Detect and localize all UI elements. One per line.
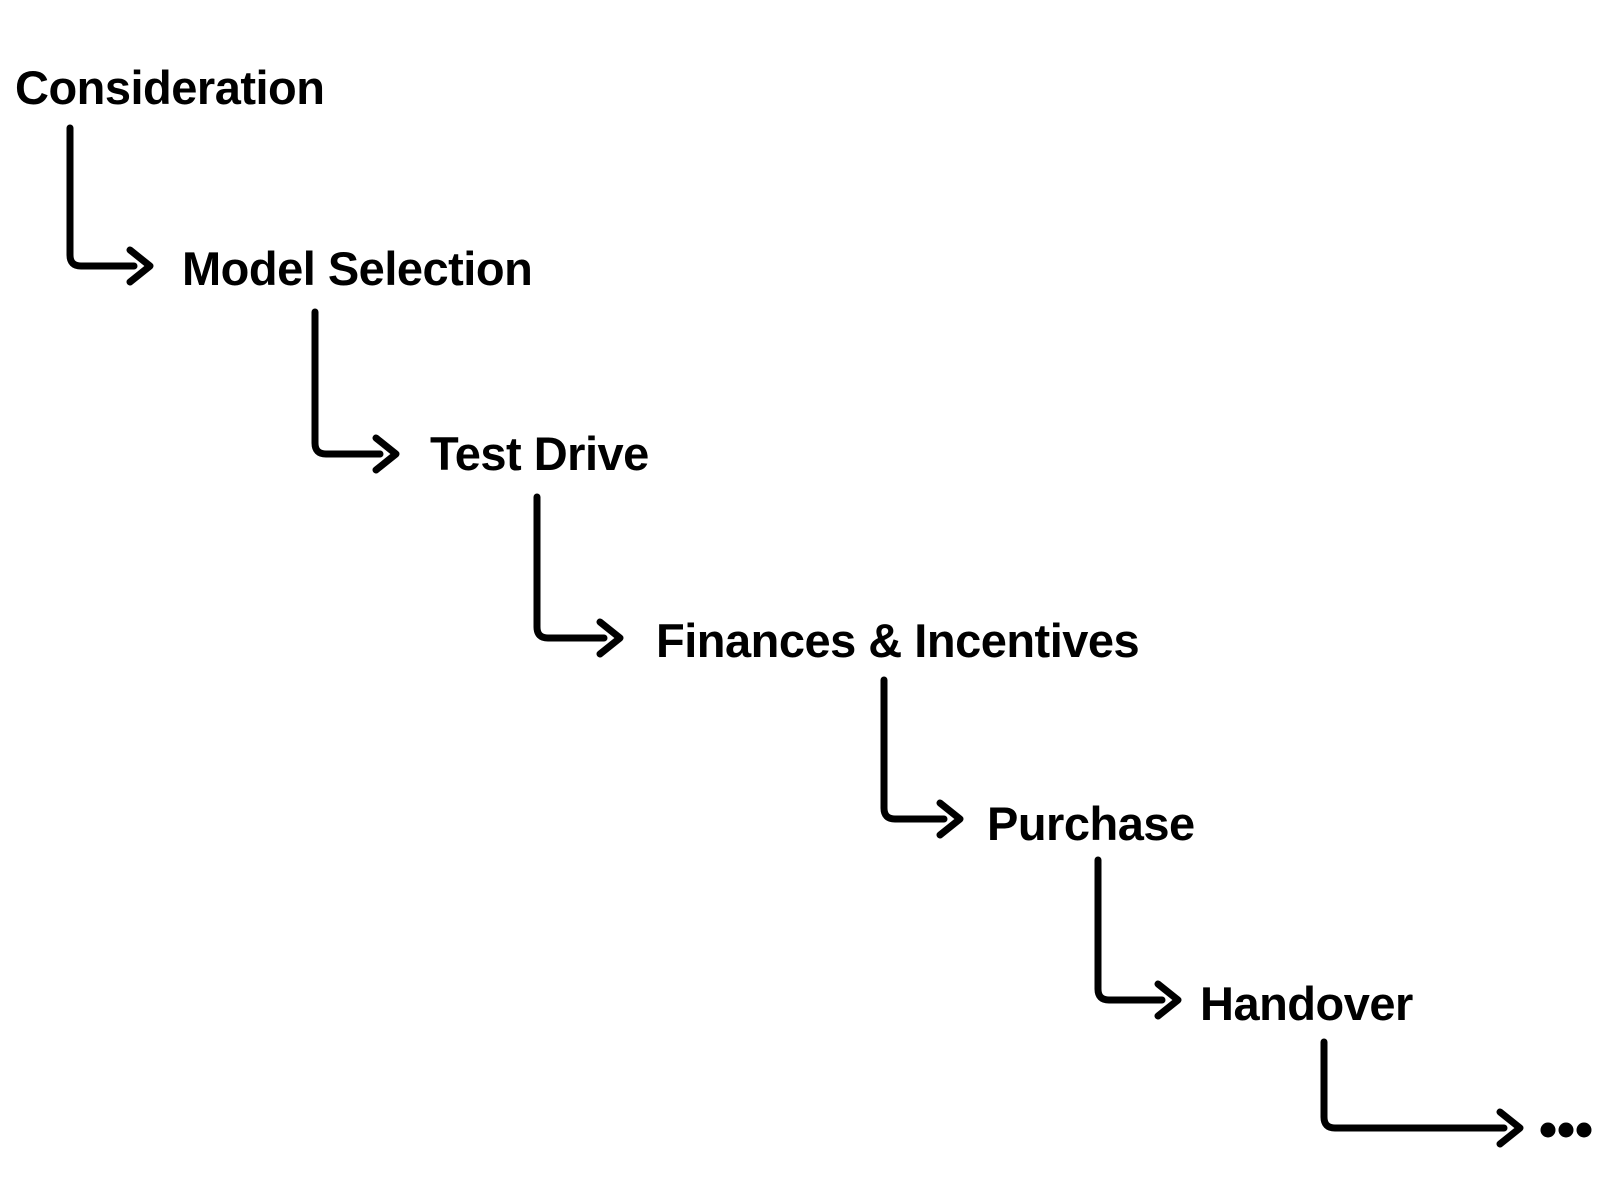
flow-arrow-3	[533, 493, 624, 658]
flow-arrow-1	[66, 124, 154, 286]
ellipsis-dot	[1540, 1122, 1556, 1138]
flow-arrow-5	[1094, 856, 1182, 1020]
flow-arrow-6	[1320, 1038, 1524, 1148]
step-label-4: Finances & Incentives	[656, 614, 1139, 667]
continuation-ellipsis	[1540, 1122, 1592, 1138]
step-label-5: Purchase	[987, 797, 1195, 850]
ellipsis-dot	[1558, 1122, 1574, 1138]
step-label-3: Test Drive	[430, 427, 649, 480]
flow-arrow-4	[880, 676, 964, 839]
step-label-2: Model Selection	[182, 242, 532, 295]
step-label-1: Consideration	[15, 61, 324, 114]
flow-arrow-2	[311, 308, 400, 474]
ellipsis-dot	[1576, 1122, 1592, 1138]
step-label-6: Handover	[1200, 977, 1413, 1030]
